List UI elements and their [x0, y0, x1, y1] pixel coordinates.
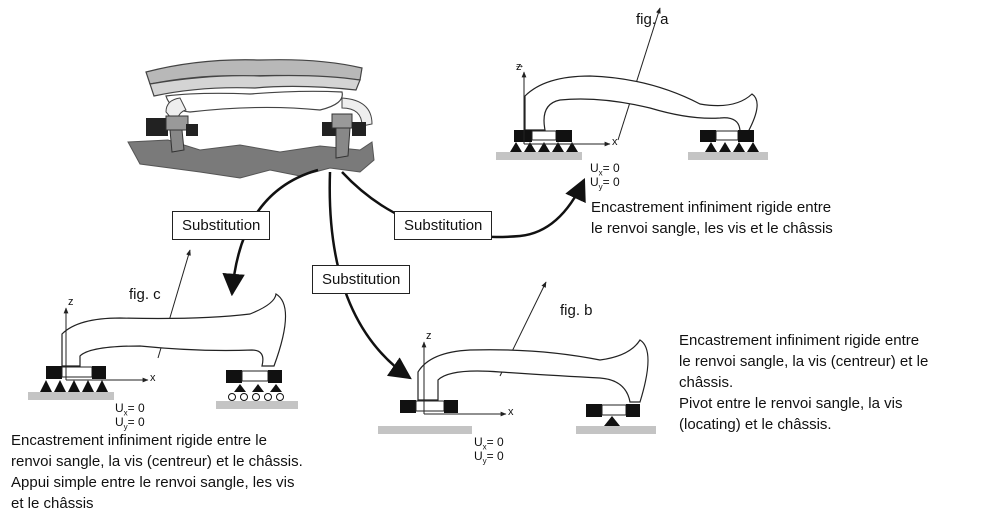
fig-b-label: fig. b — [560, 302, 593, 319]
fig-a-label: fig. a — [636, 11, 669, 28]
fig-b-desc-line: châssis. — [679, 374, 734, 391]
fig-a-z-axis-label: → — [514, 59, 525, 71]
fig-b-z-axis-text: z — [426, 330, 432, 342]
fig-c-desc-line: Encastrement infiniment rigide entre le — [11, 432, 267, 449]
fig-c-x-axis-text: x — [150, 372, 156, 384]
fig-b-desc-line: Pivot entre le renvoi sangle, la vis — [679, 395, 903, 412]
fig-a-desc-line: le renvoi sangle, les vis et le châssis — [591, 220, 833, 237]
fig-b-desc-line: Encastrement infiniment rigide entre — [679, 332, 920, 349]
substitution-box-right: Substitution — [394, 211, 493, 240]
fig-c-uy: Uy= 0 — [115, 415, 145, 432]
fig-a-description: Encastrement infiniment rigide entre le … — [591, 197, 833, 239]
fig-c-ux: Ux= 0 — [115, 401, 145, 418]
fig-b-drawing — [378, 281, 656, 434]
original-part-drawing — [127, 59, 375, 179]
z-axis-arrow-icon: → — [514, 59, 525, 71]
fig-b-desc-line: le renvoi sangle, la vis (centreur) et l… — [679, 353, 929, 370]
fig-b-uy: Uy= 0 — [474, 449, 504, 466]
substitution-box-middle: Substitution — [312, 265, 411, 294]
fig-b-ux: Ux= 0 — [474, 435, 504, 452]
substitution-box-left: Substitution — [172, 211, 271, 240]
fig-a-drawing — [496, 7, 768, 160]
fig-a-uy: Uy= 0 — [590, 175, 620, 192]
fig-c-description: Encastrement infiniment rigide entre le … — [11, 430, 303, 514]
fig-a-ux: Ux= 0 — [590, 161, 620, 178]
fig-c-desc-line: et le châssis — [11, 495, 94, 512]
fig-b-desc-line: (locating) et le châssis. — [679, 416, 832, 433]
fig-b-x-axis-text: x — [508, 406, 514, 418]
fig-a-z-axis-text: z — [516, 61, 522, 73]
fig-c-desc-line: renvoi sangle, la vis (centreur) et le c… — [11, 453, 303, 470]
fig-c-desc-line: Appui simple entre le renvoi sangle, les… — [11, 474, 295, 491]
fig-c-drawing — [28, 249, 298, 409]
fig-a-desc-line: Encastrement infiniment rigide entre — [591, 199, 832, 216]
fig-a-x-axis-text: x — [612, 136, 618, 148]
fig-c-z-axis-text: z — [68, 296, 74, 308]
fig-b-description: Encastrement infiniment rigide entre le … — [679, 330, 928, 435]
fig-c-label: fig. c — [129, 286, 161, 303]
